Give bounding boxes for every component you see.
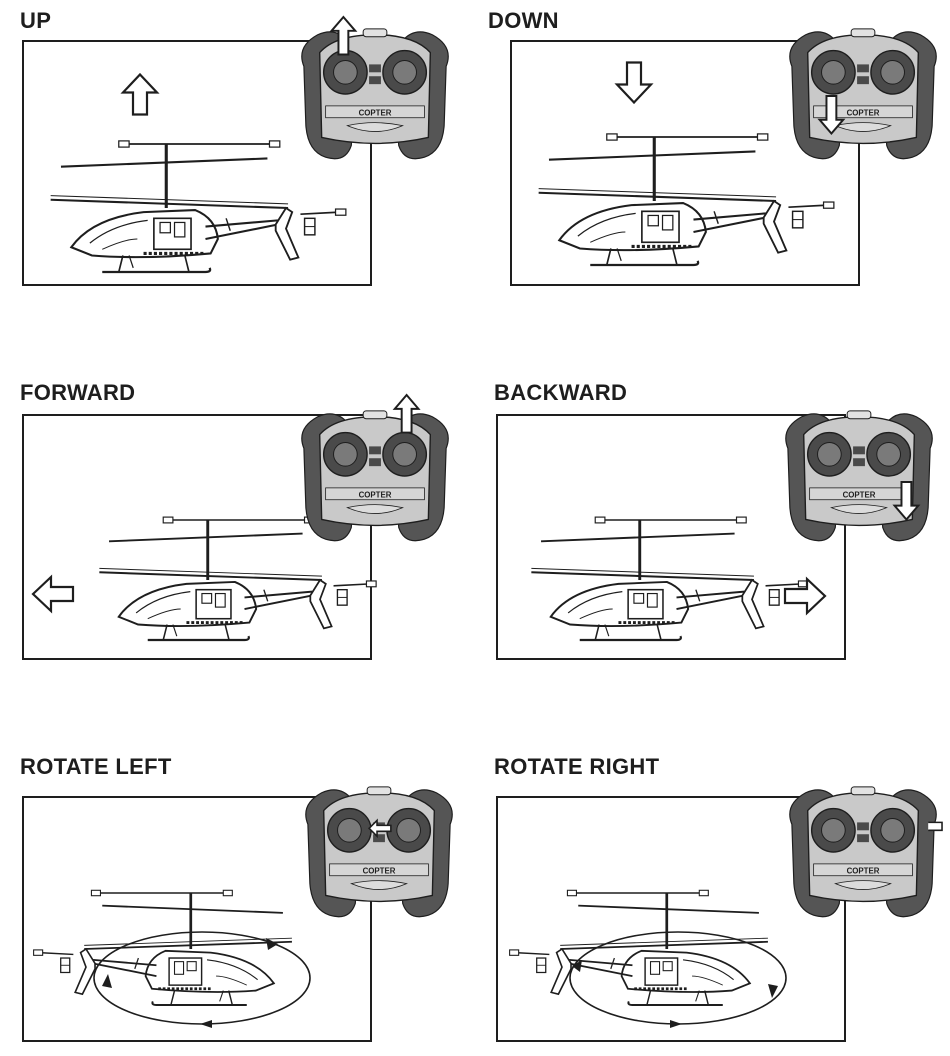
arrow-right-icon [783, 576, 827, 616]
svg-text:COPTER: COPTER [359, 490, 392, 499]
panel-title: ROTATE LEFT [20, 754, 172, 779]
panel-rotate-right: ROTATE RIGHT COPTER [494, 754, 950, 1054]
panel-frame [22, 40, 372, 286]
panel-title: ROTATE RIGHT [494, 754, 660, 779]
panel-up: UP COPTER [20, 8, 480, 308]
panel-title: BACKWARD [494, 380, 628, 405]
panel-frame [510, 40, 860, 286]
remote-control-icon: COPTER [789, 786, 943, 918]
helicopter-icon [99, 516, 377, 642]
panel-rotate-left: ROTATE LEFT COPTER [20, 754, 480, 1054]
remote-control-icon: COPTER [789, 28, 937, 160]
panel-title: FORWARD [20, 380, 136, 405]
panel-frame [22, 414, 372, 660]
arrow-left-icon [31, 574, 75, 614]
rotation-path-icon [93, 931, 311, 1028]
svg-text:COPTER: COPTER [359, 108, 392, 117]
remote-control-icon: COPTER [785, 410, 933, 542]
helicopter-icon [531, 516, 809, 642]
helicopter-icon [538, 133, 835, 267]
svg-text:COPTER: COPTER [363, 866, 396, 875]
remote-control-icon: COPTER [301, 393, 449, 542]
panel-down: DOWN COPTER [488, 8, 948, 308]
panel-frame [496, 414, 846, 660]
svg-text:COPTER: COPTER [843, 490, 876, 499]
panel-title: DOWN [488, 8, 559, 33]
rotation-path-icon [569, 931, 787, 1028]
panel-forward: FORWARD COPTER [20, 380, 480, 680]
svg-text:COPTER: COPTER [847, 866, 880, 875]
arrow-down-icon [614, 61, 654, 105]
svg-text:COPTER: COPTER [847, 108, 880, 117]
panel-frame [22, 796, 372, 1042]
helicopter-icon [509, 889, 768, 1006]
remote-control-icon: COPTER [301, 15, 449, 160]
helicopter-icon [50, 140, 347, 274]
arrow-up-icon [120, 72, 160, 116]
helicopter-icon [33, 889, 292, 1006]
panel-frame [496, 796, 846, 1042]
panel-backward: BACKWARD COPTER [494, 380, 950, 680]
panel-title: UP [20, 8, 52, 33]
remote-control-icon: COPTER [305, 786, 453, 918]
